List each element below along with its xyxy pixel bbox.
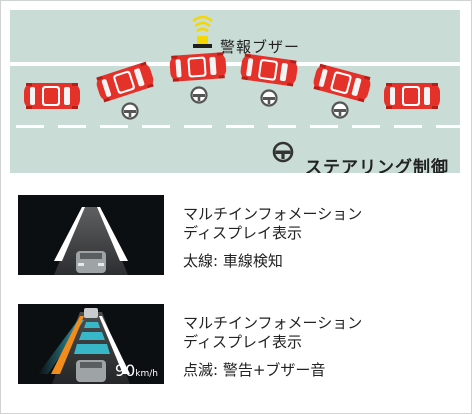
card-title-line2: ディスプレイ表示 [183, 333, 302, 351]
steering-wheel-icon [190, 86, 208, 104]
car-icon [311, 63, 373, 103]
car-icon [94, 60, 156, 104]
road-surface [54, 207, 128, 275]
left-lane-line-thick [54, 207, 85, 261]
lead-car-icon [84, 308, 98, 318]
card-title: マルチインフォメーション ディスプレイ表示 [183, 314, 362, 352]
steering-wheel-icon [272, 141, 294, 163]
left-lane-warning-line [51, 316, 84, 374]
lane-highlight-bands [74, 322, 110, 354]
card-title-line1: マルチインフォメーション [183, 314, 363, 332]
card-title-line1: マルチインフォメーション [183, 205, 363, 223]
display-thumbnail [18, 195, 164, 275]
card-detail: 点滅: 警告+ブザー音 [183, 361, 326, 379]
display-card-warning: 90km/h マルチインフォメーション ディスプレイ表示 点滅: 警告+ブザー音 [18, 304, 454, 384]
speed-value: 90 [114, 361, 136, 380]
steering-wheel-icon [331, 101, 349, 119]
car-icon [384, 83, 440, 109]
car-rear-icon [76, 360, 106, 382]
speed-readout: 90km/h [115, 361, 158, 380]
card-title-line2: ディスプレイ表示 [183, 224, 302, 242]
road-scene [10, 15, 460, 163]
speed-unit: km/h [135, 369, 158, 379]
card-title: マルチインフォメーション ディスプレイ表示 [183, 205, 362, 243]
car-icon [24, 83, 80, 109]
lane-departure-illustration: 警報ブザー ステアリング制御中 [10, 10, 460, 173]
display-thumbnail: 90km/h [18, 304, 164, 384]
steering-control-label: ステアリング制御中 [305, 158, 449, 173]
car-icon [239, 53, 299, 87]
steering-wheel-icon [260, 89, 278, 107]
dashed-lane-line [16, 125, 460, 128]
car-rear-icon [76, 251, 106, 273]
right-lane-line [99, 316, 130, 374]
buzzer-label: 警報ブザー [220, 38, 301, 56]
right-lane-line-thick [97, 207, 128, 261]
buzzer-icon [192, 15, 213, 48]
display-card-lane-detect: マルチインフォメーション ディスプレイ表示 太線: 車線検知 [18, 195, 454, 275]
card-detail: 太線: 車線検知 [183, 252, 283, 270]
solid-lane-line [10, 62, 460, 66]
steering-wheel-icon [121, 102, 139, 120]
car-icon [169, 52, 227, 82]
